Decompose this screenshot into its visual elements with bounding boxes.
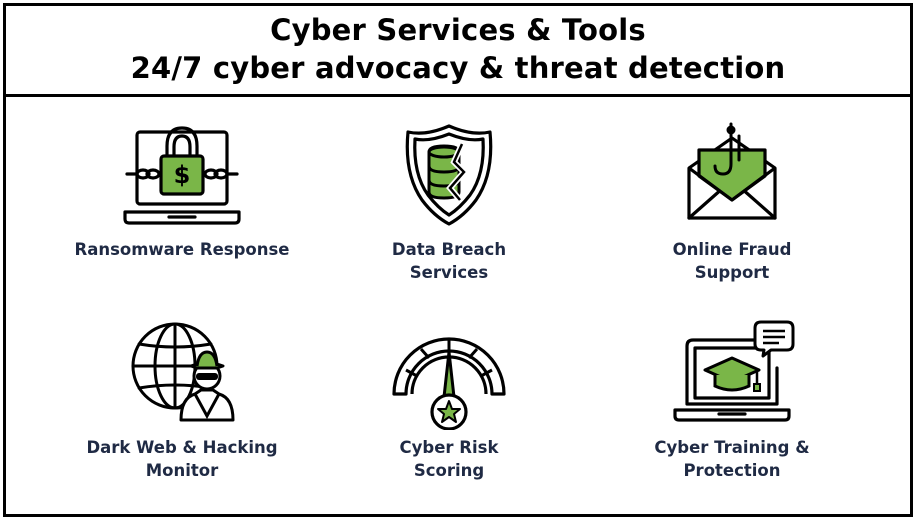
svg-text:$: $	[174, 161, 191, 189]
ransomware-laptop-lock-icon: $	[123, 126, 241, 225]
tile-label-line2: Scoring	[413, 461, 485, 480]
tile-label-line2: Protection	[683, 461, 781, 480]
tile-label-line2: Support	[694, 263, 770, 282]
tile-label-line1: Cyber Risk	[399, 438, 499, 457]
tile-cyber-risk: Cyber Risk Scoring	[299, 320, 599, 482]
tile-label-line1: Dark Web & Hacking	[86, 438, 278, 457]
laptop-graduation-cap-icon	[673, 320, 795, 422]
tile-dark-web: Dark Web & Hacking Monitor	[32, 320, 332, 482]
page-subtitle: 24/7 cyber advocacy & threat detection	[130, 51, 786, 85]
tile-label-line1: Online Fraud	[672, 240, 792, 259]
header: Cyber Services & Tools 24/7 cyber advoca…	[6, 6, 910, 97]
tile-cyber-training: Cyber Training & Protection	[582, 320, 882, 482]
tile-ransomware: $ Ransomware Response	[32, 122, 332, 261]
tile-label-line1: Data Breach	[391, 240, 507, 259]
tile-label-line2: Monitor	[145, 461, 219, 480]
tile-label-line1: Ransomware Response	[74, 240, 290, 259]
globe-hacker-icon	[131, 322, 235, 422]
phishing-envelope-icon	[687, 122, 777, 220]
tile-label-line2: Services	[409, 263, 489, 282]
page-frame: Cyber Services & Tools 24/7 cyber advoca…	[3, 3, 913, 517]
shield-database-icon	[405, 124, 493, 226]
page-title: Cyber Services & Tools	[270, 13, 646, 47]
tile-label-line1: Cyber Training &	[654, 438, 810, 457]
tile-data-breach: Data Breach Services	[299, 122, 599, 284]
tile-online-fraud: Online Fraud Support	[582, 122, 882, 284]
risk-gauge-star-icon	[392, 337, 506, 430]
